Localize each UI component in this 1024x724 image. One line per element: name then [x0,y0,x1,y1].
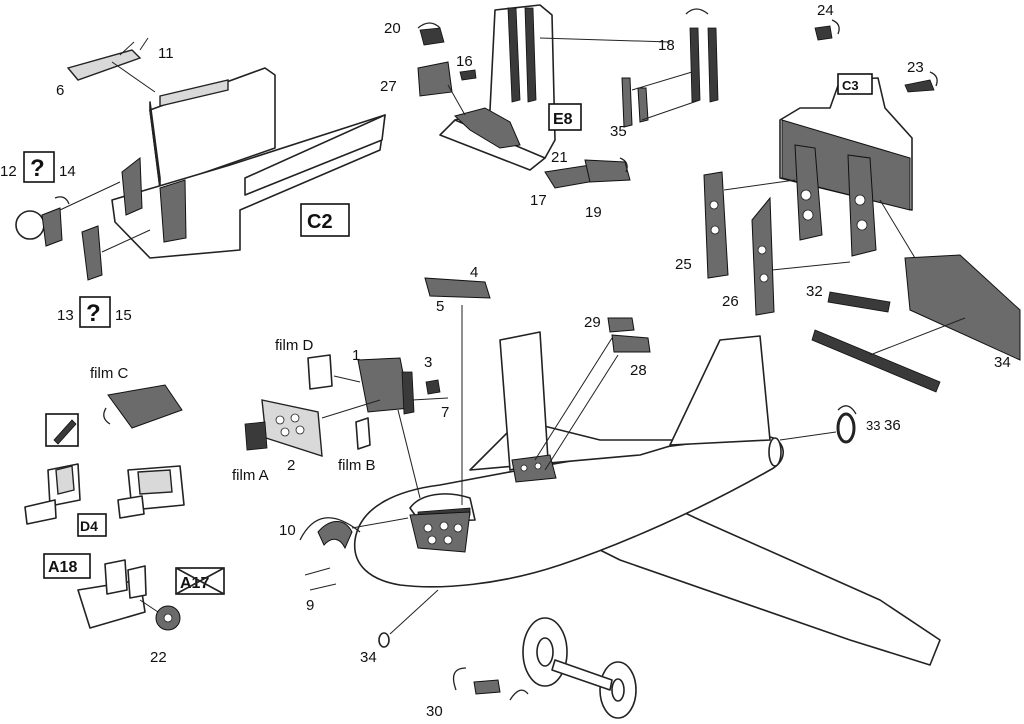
film-d-label: film D [275,337,313,354]
callout-5: 5 [436,298,444,315]
film-labels: film A film B film C film D [90,337,376,484]
callout-23: 23 [907,59,924,76]
film-a-label: film A [232,467,269,484]
callout-10: 10 [279,522,296,539]
callout-3: 3 [424,354,432,371]
callout-28: 28 [630,362,647,379]
ref-box-a17: A17 [175,567,225,595]
engine-ring [779,405,857,444]
callout-34-b: 34 [994,354,1011,371]
callout-22: 22 [150,649,167,666]
svg-text:?: ? [30,155,45,182]
film-b-label: film B [338,457,376,474]
callout-33: 33 [866,418,880,433]
svg-text:?: ? [86,300,101,327]
pilot-seat-assembly [417,4,719,189]
part-reference-boxes: C2 C3 E8 D4 A18 A17 ? ? [23,73,873,595]
armor-plate-a18 [77,559,181,631]
svg-text:A18: A18 [48,559,77,576]
callout-29: 29 [584,314,601,331]
callout-25: 25 [675,256,692,273]
callout-32: 32 [806,283,823,300]
callout-12: 12 [0,163,17,180]
callout-17: 17 [530,192,547,209]
svg-text:C3: C3 [842,78,859,93]
callout-7: 7 [441,404,449,421]
callout-4: 4 [470,264,478,281]
cockpit-tub-assembly [66,37,386,259]
instrument-panel-assembly [244,277,651,505]
ref-box-d4: D4 [77,513,107,537]
callout-2: 2 [287,457,295,474]
callout-6: 6 [56,82,64,99]
callout-13: 13 [57,307,74,324]
callout-18: 18 [658,37,675,54]
callout-34-a: 34 [360,649,377,666]
callout-30: 30 [426,703,443,720]
callout-19: 19 [585,204,602,221]
bulkhead-assembly [703,19,1021,393]
callout-14: 14 [59,163,76,180]
callout-16: 16 [456,53,473,70]
callout-20: 20 [384,20,401,37]
aircraft-fuselage [353,331,941,666]
film-c-label: film C [90,365,128,382]
svg-text:E8: E8 [553,111,573,128]
callout-1: 1 [352,347,360,364]
canopy-frame-detail [299,517,409,591]
gunsight-assembly [24,384,185,525]
ref-box-c3: C3 [837,73,873,95]
ref-box-unknown-13-15: ? [79,296,111,328]
callout-9: 9 [306,597,314,614]
callout-27: 27 [380,78,397,95]
callout-15: 15 [115,307,132,324]
ref-box-unknown-12-14: ? [23,151,55,183]
svg-text:D4: D4 [80,518,98,534]
callout-numbers: 1 2 3 4 5 6 7 9 10 11 12 13 14 15 16 17 … [0,2,1011,720]
callout-26: 26 [722,293,739,310]
rudder-pedals [15,181,151,281]
svg-text:C2: C2 [307,211,333,233]
callout-24: 24 [817,2,834,19]
ref-box-e8: E8 [548,103,582,131]
callout-35: 35 [610,123,627,140]
callout-21: 21 [551,149,568,166]
landing-gear-assembly [378,589,637,719]
callout-36: 36 [884,417,901,434]
callout-11: 11 [158,45,174,62]
ref-box-c2: C2 [300,203,350,237]
gun-port-panel [409,511,471,553]
ref-box-a18: A18 [43,553,91,579]
